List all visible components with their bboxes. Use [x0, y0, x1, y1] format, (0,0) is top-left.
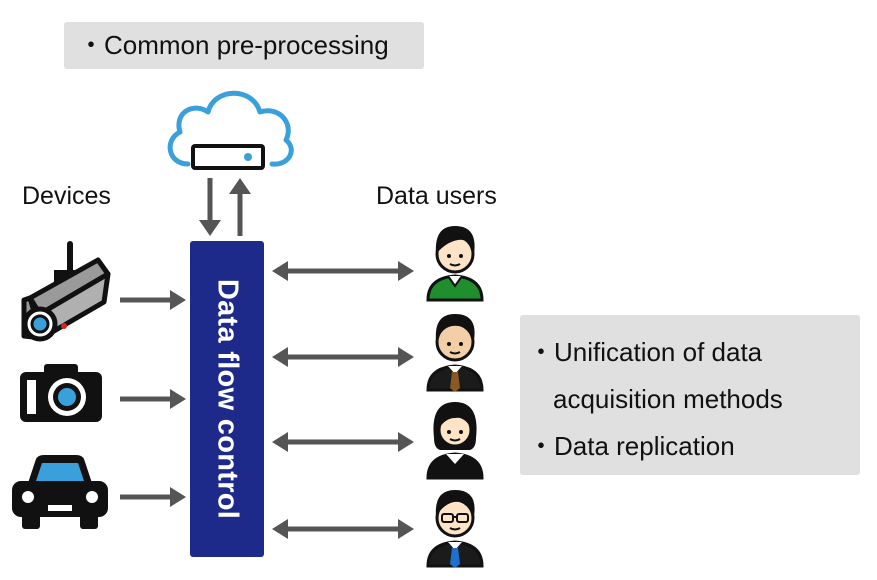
devices-label: Devices	[22, 182, 111, 210]
flow-user-arrow-1	[272, 261, 414, 281]
data-users-label: Data users	[376, 182, 497, 210]
data-flow-control-label: Data flow control	[211, 278, 244, 520]
preprocessing-label: ・Common pre-processing	[78, 30, 389, 60]
feature-item-1: ・Unification of data	[528, 337, 763, 367]
flow-user-arrow-3	[272, 432, 414, 452]
camera-icon	[20, 364, 102, 422]
cloud-flow-arrows-icon	[199, 178, 251, 236]
camera-to-flow-arrow	[120, 290, 186, 310]
photo-camera-to-flow-arrow	[120, 389, 186, 409]
user-woman-icon	[426, 402, 484, 480]
feature-item-2: acquisition methods	[553, 384, 783, 414]
flow-user-arrow-2	[272, 347, 414, 367]
flow-user-arrow-4	[272, 519, 414, 539]
user-green-shirt-icon	[426, 226, 484, 302]
cloud-server-icon	[167, 90, 294, 170]
user-glasses-blue-tie-icon	[426, 490, 484, 568]
preprocessing-box: ・Common pre-processing	[64, 22, 424, 69]
user-arrows	[272, 261, 414, 539]
feature-item-3: ・Data replication	[528, 431, 735, 461]
device-arrows	[120, 290, 186, 507]
car-icon	[12, 455, 108, 529]
car-to-flow-arrow	[120, 487, 186, 507]
user-brown-tie-icon	[426, 314, 484, 392]
features-box: ・Unification of data acquisition methods…	[520, 315, 860, 475]
security-camera-icon	[21, 241, 111, 342]
data-flow-control-bar: Data flow control	[190, 241, 264, 557]
